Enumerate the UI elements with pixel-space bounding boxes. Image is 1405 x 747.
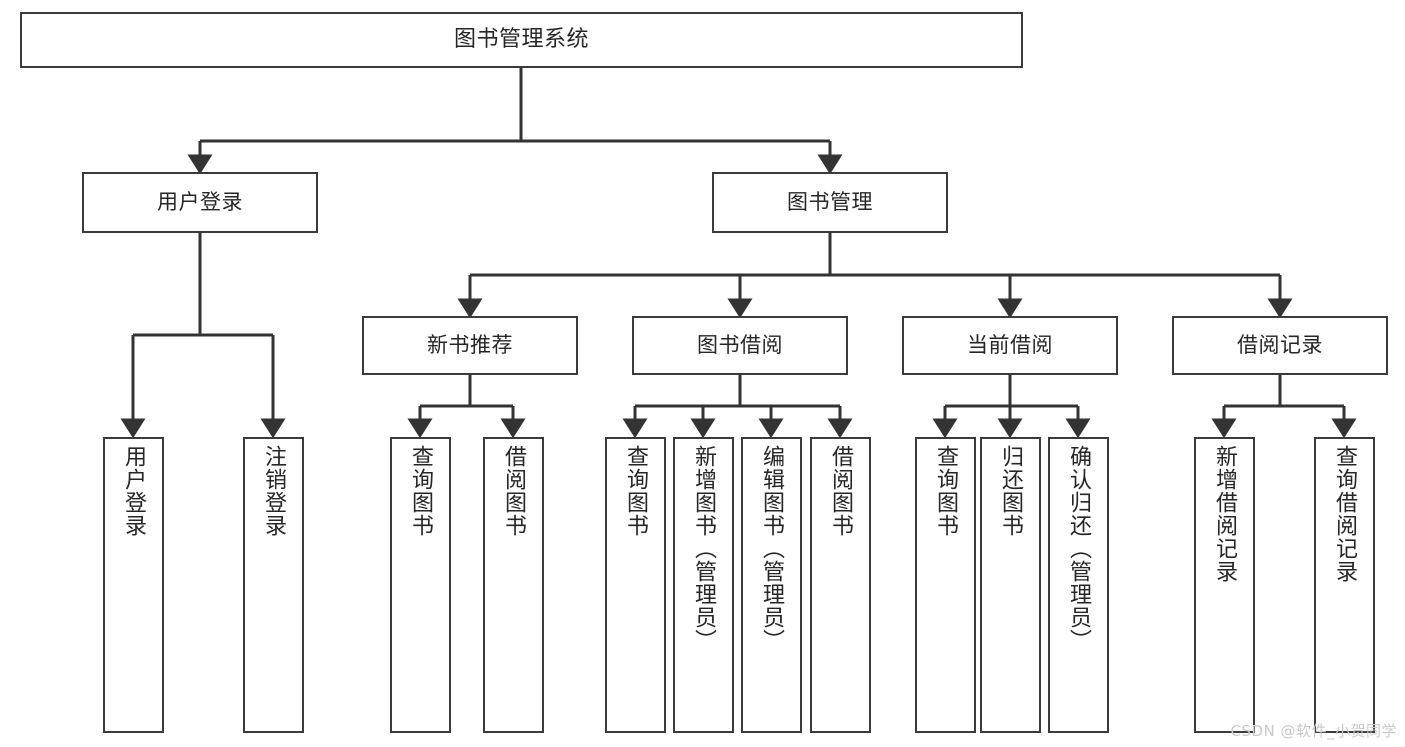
node-label: 新增借阅记录 <box>1212 445 1238 583</box>
node-label: 新增图书（管理员） <box>691 445 717 652</box>
node-leaf-confirm-return-admin[interactable]: 确认归还（管理员） <box>1048 437 1109 733</box>
node-label: 借阅记录 <box>1237 333 1323 358</box>
node-book-borrow[interactable]: 图书借阅 <box>632 316 848 375</box>
node-leaf-borrow-book-recommend[interactable]: 借阅图书 <box>483 437 544 733</box>
node-leaf-query-book-current[interactable]: 查询图书 <box>915 437 976 733</box>
node-leaf-borrow-book[interactable]: 借阅图书 <box>810 437 871 733</box>
node-book-management[interactable]: 图书管理 <box>712 172 948 233</box>
node-leaf-add-borrow-record[interactable]: 新增借阅记录 <box>1194 437 1255 733</box>
node-leaf-return-book[interactable]: 归还图书 <box>980 437 1041 733</box>
node-leaf-query-book-recommend[interactable]: 查询图书 <box>390 437 451 733</box>
node-leaf-logout[interactable]: 注销登录 <box>243 437 304 733</box>
node-label: 借阅图书 <box>501 445 527 537</box>
node-label: 查询图书 <box>933 445 959 537</box>
node-leaf-query-book-borrow[interactable]: 查询图书 <box>605 437 666 733</box>
node-label: 用户登录 <box>121 445 147 537</box>
node-label: 归还图书 <box>998 445 1024 537</box>
node-leaf-add-book-admin[interactable]: 新增图书（管理员） <box>673 437 734 733</box>
node-label: 图书借阅 <box>697 333 783 358</box>
node-root-system[interactable]: 图书管理系统 <box>20 12 1023 68</box>
node-leaf-query-borrow-record[interactable]: 查询借阅记录 <box>1314 437 1375 733</box>
node-leaf-edit-book-admin[interactable]: 编辑图书（管理员） <box>741 437 802 733</box>
node-label: 注销登录 <box>261 445 287 537</box>
node-new-book-recommend[interactable]: 新书推荐 <box>362 316 578 375</box>
node-label: 图书管理 <box>787 190 873 215</box>
node-leaf-user-login[interactable]: 用户登录 <box>103 437 164 733</box>
node-label: 图书管理系统 <box>453 27 589 53</box>
node-label: 新书推荐 <box>427 333 513 358</box>
node-label: 当前借阅 <box>967 333 1053 358</box>
node-label: 确认归还（管理员） <box>1066 445 1092 652</box>
node-label: 查询图书 <box>408 445 434 537</box>
node-label: 查询图书 <box>623 445 649 537</box>
node-user-login[interactable]: 用户登录 <box>82 172 318 233</box>
node-label: 查询借阅记录 <box>1332 445 1358 583</box>
node-borrow-record[interactable]: 借阅记录 <box>1172 316 1388 375</box>
node-label: 编辑图书（管理员） <box>759 445 785 652</box>
node-current-borrow[interactable]: 当前借阅 <box>902 316 1118 375</box>
node-label: 用户登录 <box>157 190 243 215</box>
node-label: 借阅图书 <box>828 445 854 537</box>
watermark-text: CSDN @软件_小贺同学 <box>1230 722 1397 740</box>
